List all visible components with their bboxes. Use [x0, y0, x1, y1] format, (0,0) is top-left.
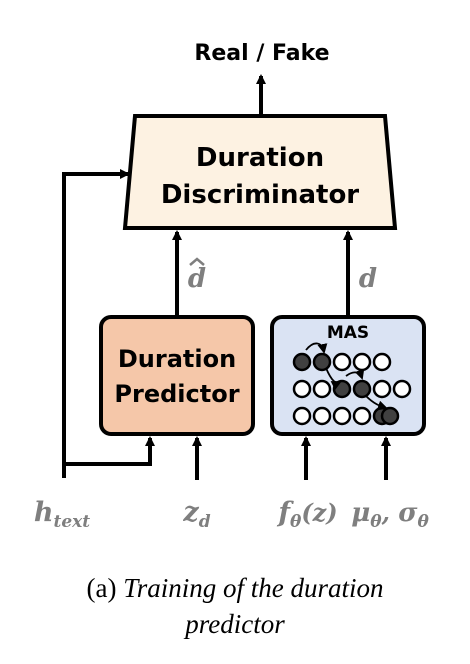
- alignment-dot-filled: [352, 379, 372, 399]
- alignment-path-arrow: [305, 342, 328, 354]
- alignment-dot-empty: [312, 406, 332, 426]
- output-label: Real / Fake: [194, 41, 329, 66]
- discriminator-label-line1: Duration: [196, 143, 324, 173]
- alignment-dot-filled: [292, 352, 312, 372]
- alignment-path-arrow: [345, 368, 365, 380]
- input-label-f-theta: fθ(z): [276, 497, 337, 532]
- htext-to-predictor-arrow: [64, 436, 155, 466]
- predictor-label-line1: Duration: [118, 345, 236, 373]
- discriminator-label-line2: Discriminator: [161, 180, 359, 210]
- alignment-dot-empty: [392, 379, 412, 399]
- caption-line2: predictor: [183, 609, 285, 639]
- alignment-dot-empty: [312, 379, 332, 399]
- alignment-dot-empty: [352, 406, 372, 426]
- edge-label-d-hat: d: [188, 257, 206, 294]
- alignment-dot-filled: [380, 406, 400, 426]
- caption-line1: (a) Training of the duration: [86, 573, 383, 603]
- mas-alignment-grid: [292, 342, 412, 426]
- predictor-box: [99, 315, 255, 436]
- alignment-dot-empty: [332, 352, 352, 372]
- alignment-dot-empty: [292, 379, 312, 399]
- alignment-dot-filled: [312, 352, 332, 372]
- input-label-h-text: htext: [34, 497, 90, 532]
- alignment-path-arrow: [365, 395, 388, 411]
- alignment-dot-empty: [372, 379, 392, 399]
- discriminator-box: [122, 114, 398, 230]
- alignment-dot-empty: [372, 352, 392, 372]
- svg-text:d: d: [188, 264, 206, 294]
- htext-to-discriminator-arrow: [62, 169, 130, 478]
- input-label-z-d: zd: [182, 497, 210, 532]
- alignment-dot-empty: [352, 352, 372, 372]
- alignment-path-arrow: [325, 367, 342, 391]
- alignment-dot-empty: [292, 406, 312, 426]
- input-label-mu-sigma: μθ, σθ: [351, 498, 429, 532]
- alignment-dot-empty: [332, 406, 352, 426]
- predictor-label-line2: Predictor: [114, 380, 239, 408]
- edge-label-d: d: [359, 264, 377, 294]
- mas-label: MAS: [327, 323, 369, 343]
